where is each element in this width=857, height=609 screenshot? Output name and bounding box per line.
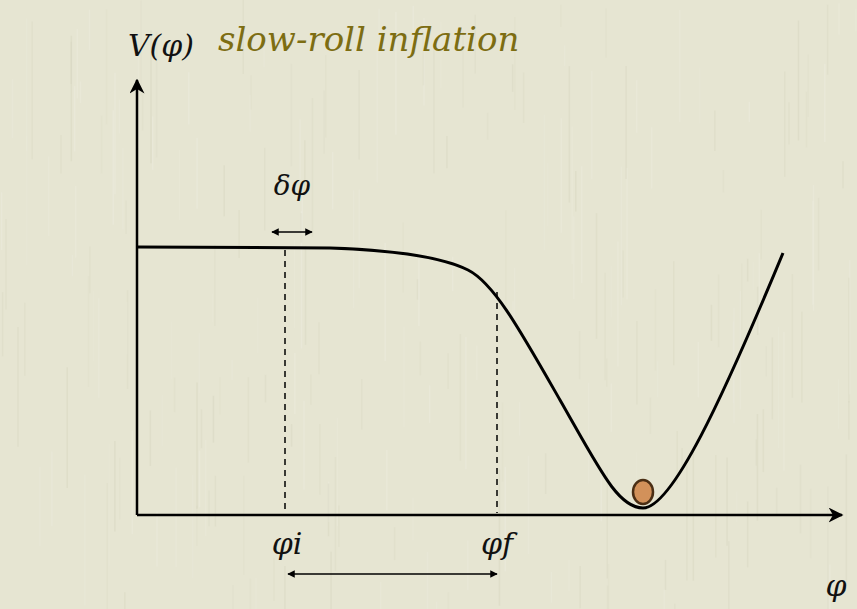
- axis-tick-label: φf: [481, 529, 513, 559]
- dashed-marker: [284, 250, 286, 513]
- potential-curve: [137, 247, 783, 508]
- delta-label: δφ: [274, 172, 310, 200]
- ball: [633, 480, 653, 504]
- dashed-marker: [496, 292, 498, 513]
- y-axis: [136, 80, 139, 515]
- delta-arrow: [272, 231, 312, 233]
- diagram-title: slow-roll inflation: [218, 22, 519, 56]
- axis-label: φ: [825, 571, 846, 601]
- axis-label: V(φ): [128, 31, 194, 61]
- x-axis: [137, 514, 842, 517]
- range-arrow: [288, 573, 497, 575]
- axis-tick-label: φi: [272, 529, 303, 559]
